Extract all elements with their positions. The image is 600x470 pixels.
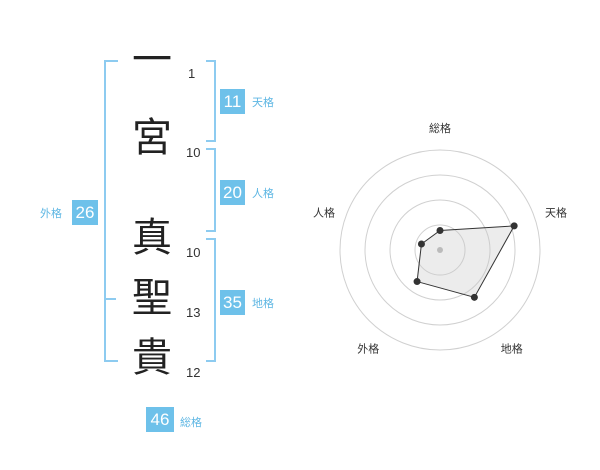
stroke-count-5: 12 [186, 365, 201, 380]
radar-point-1 [436, 227, 444, 234]
jinkaku-value: 20 [220, 180, 245, 205]
char-2: 宮 [132, 115, 172, 161]
radar-axis-label-4: 外格 [357, 342, 379, 356]
radar-axis-label-1: 総格 [429, 121, 451, 135]
chikaku-label: 地格 [252, 297, 274, 310]
gaikaku-label: 外格 [40, 207, 62, 220]
radar-point-4 [413, 278, 421, 286]
char-3: 真 [132, 215, 172, 261]
radar-axis-label-3: 地格 [501, 342, 523, 356]
tenkaku-label: 天格 [252, 96, 274, 109]
radar-area [416, 225, 516, 298]
tenkaku-bracket [206, 60, 216, 142]
gaikaku-value: 26 [72, 200, 98, 225]
radar-point-3 [470, 293, 478, 301]
stroke-count-1: 1 [188, 66, 196, 81]
chikaku-value: 35 [220, 290, 245, 315]
char-5: 貴 [132, 335, 172, 381]
stroke-count-4: 13 [186, 305, 201, 320]
radar-center [437, 247, 443, 253]
soukaku-label: 総格 [180, 416, 202, 429]
radar-axis-label-5: 人格 [313, 205, 335, 219]
radar-ring-4 [339, 149, 541, 351]
char-4: 聖 [132, 275, 172, 321]
jinkaku-bracket [206, 148, 216, 232]
char-1: 一 [132, 37, 172, 83]
stroke-count-3: 10 [186, 245, 201, 260]
stroke-count-2: 10 [186, 145, 201, 160]
radar-ring-2 [389, 199, 491, 301]
soukaku-value: 46 [146, 407, 174, 432]
radar-point-5 [417, 240, 425, 248]
gaikaku-bracket [104, 60, 118, 362]
radar-axis-label-2: 天格 [545, 205, 567, 219]
radar-ring-3 [364, 174, 516, 326]
gaikaku-bracket-tick [104, 298, 116, 300]
radar-ring-1 [414, 224, 466, 276]
radar-point-2 [510, 222, 518, 230]
jinkaku-label: 人格 [252, 187, 274, 200]
chikaku-bracket [206, 238, 216, 362]
tenkaku-value: 11 [220, 89, 245, 114]
